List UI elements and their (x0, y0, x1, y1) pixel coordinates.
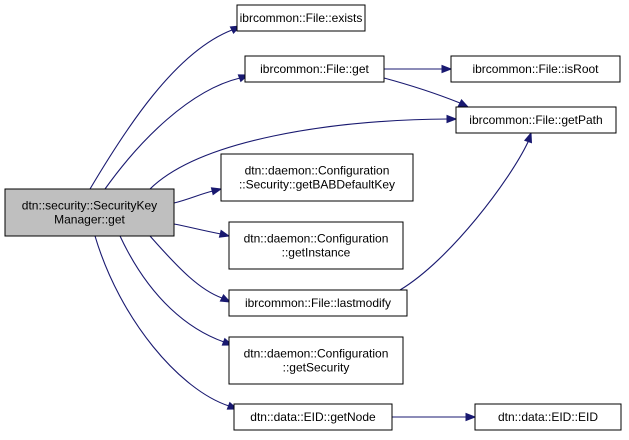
node-instance[interactable]: dtn::daemon::Configuration::getInstance (228, 221, 404, 270)
edge-get-isRoot (384, 64, 453, 74)
node-box (228, 289, 408, 317)
edge-root-getPath (149, 114, 458, 190)
edge-line (89, 25, 241, 190)
arrowhead-icon (457, 98, 470, 108)
edge-get-getPath (383, 77, 470, 108)
edge-root-exists (89, 25, 242, 190)
node-box (220, 153, 414, 202)
node-label: ibrcommon::File::getPath (469, 113, 602, 127)
edge-root-babkey (173, 187, 223, 204)
edge-root-instance (173, 223, 231, 238)
node-label: ::Security::getBABDefaultKey (239, 178, 395, 192)
node-lastmodify[interactable]: ibrcommon::File::lastmodify (228, 289, 408, 317)
arrowhead-icon (446, 114, 458, 124)
node-box (450, 55, 621, 83)
edge-line (149, 235, 231, 303)
node-getPath[interactable]: ibrcommon::File::getPath (455, 106, 617, 134)
edge-line (399, 132, 532, 291)
node-label: dtn::daemon::Configuration (245, 164, 390, 178)
edge-lastmodify-getPath (399, 131, 533, 291)
node-box (233, 403, 393, 431)
node-label: dtn::security::SecurityKey (22, 199, 157, 213)
node-box (244, 55, 385, 83)
nodes-layer: dtn::security::SecurityKeyManager::getib… (4, 4, 622, 431)
arrowhead-icon (218, 229, 231, 238)
node-label: dtn::daemon::Configuration (244, 232, 389, 246)
node-isRoot[interactable]: ibrcommon::File::isRoot (450, 55, 621, 83)
arrowhead-icon (465, 412, 477, 422)
node-label: ibrcommon::File::lastmodify (245, 296, 391, 310)
node-box (474, 403, 622, 431)
node-get[interactable]: ibrcommon::File::get (244, 55, 385, 83)
edge-line (149, 118, 456, 190)
arrowhead-icon (210, 187, 223, 196)
node-box (236, 4, 366, 32)
edge-getNode-eid (391, 412, 477, 422)
edge-root-lastmodify (149, 235, 232, 303)
node-box (228, 336, 404, 385)
edge-line (104, 74, 249, 190)
node-getNode[interactable]: dtn::data::EID::getNode (233, 403, 393, 431)
node-label: ::getSecurity (283, 361, 350, 375)
node-security[interactable]: dtn::daemon::Configuration::getSecurity (228, 336, 404, 385)
node-label: ibrcommon::File::get (260, 62, 369, 76)
node-box (228, 221, 404, 270)
edge-root-security (119, 235, 234, 346)
node-label: ibrcommon::File::exists (240, 11, 363, 25)
edge-line (94, 235, 238, 410)
node-label: dtn::data::EID::getNode (250, 410, 376, 424)
arrowhead-icon (219, 293, 232, 303)
arrowhead-icon (441, 64, 453, 74)
node-label: dtn::data::EID::EID (498, 410, 598, 424)
node-box (455, 106, 617, 134)
node-label: dtn::daemon::Configuration (244, 347, 389, 361)
edge-root-getNode (94, 235, 239, 410)
node-eid[interactable]: dtn::data::EID::EID (474, 403, 622, 431)
arrowhead-icon (523, 131, 533, 144)
node-babkey[interactable]: dtn::daemon::Configuration::Security::ge… (220, 153, 414, 202)
node-label: ibrcommon::File::isRoot (472, 62, 599, 76)
node-label: ::getInstance (282, 246, 351, 260)
node-exists[interactable]: ibrcommon::File::exists (236, 4, 366, 32)
node-label: Manager::get (54, 213, 125, 227)
edge-line (119, 235, 233, 346)
node-box (4, 188, 175, 237)
